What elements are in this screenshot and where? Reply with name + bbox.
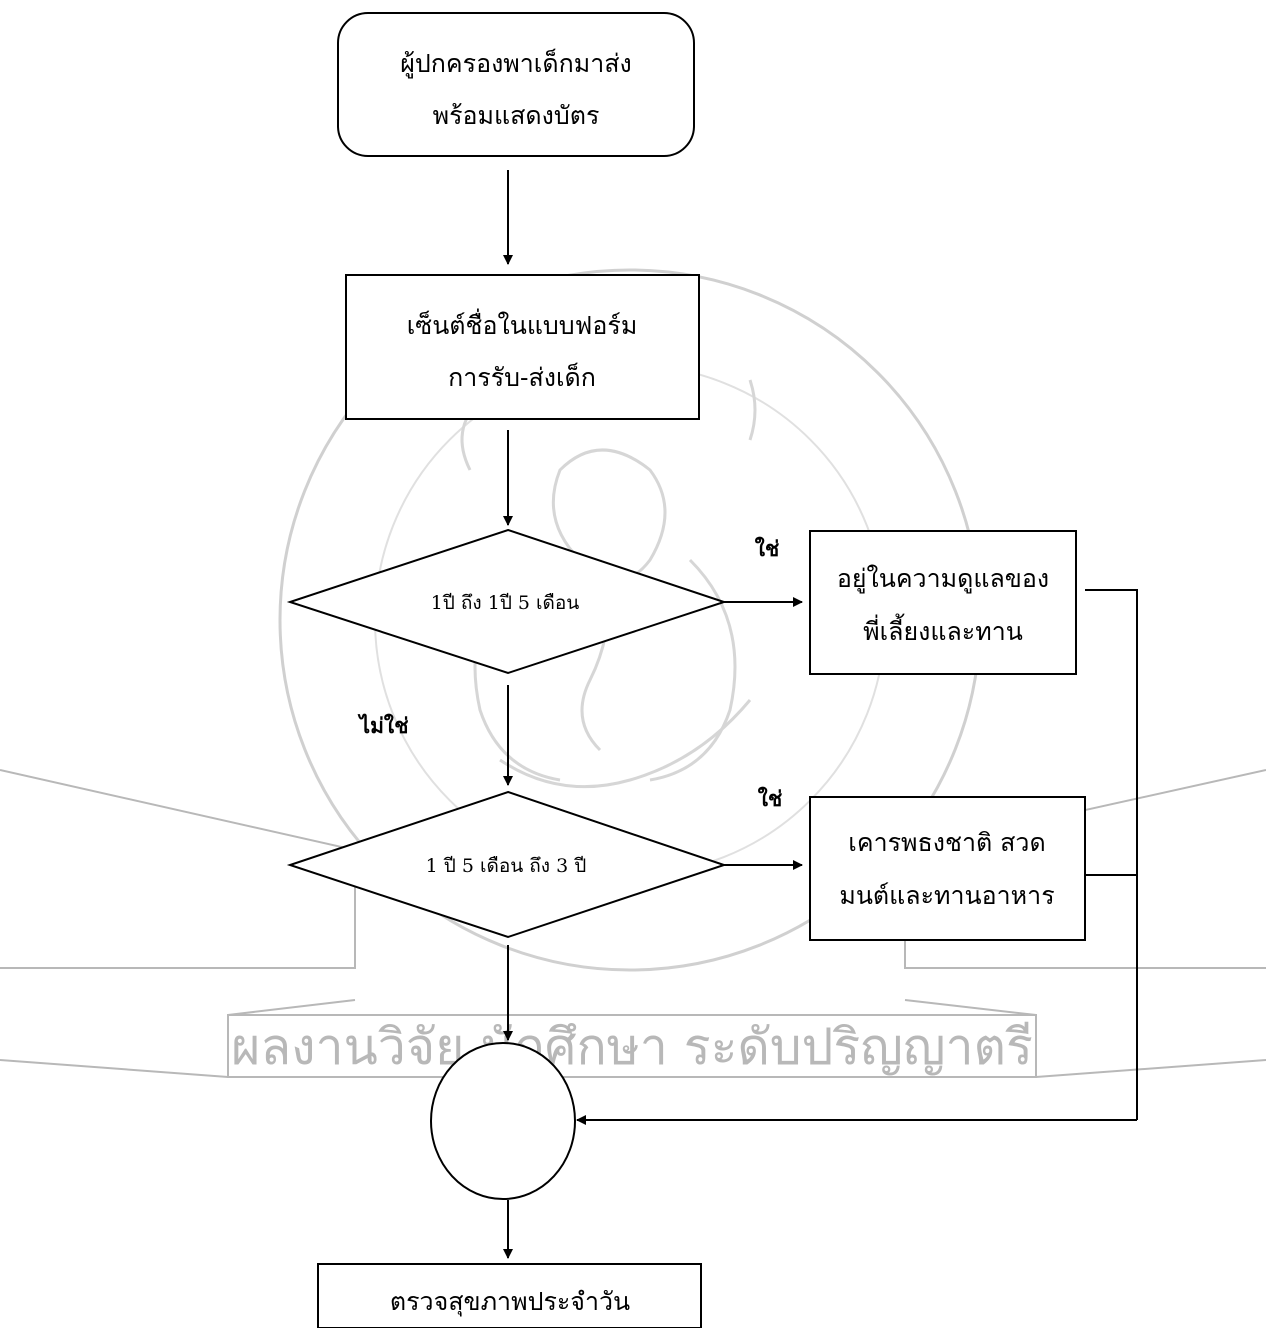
- node-care: อยู่ในความดูแลของ พี่เลี้ยงและทาน: [809, 530, 1077, 675]
- node-pray-line1: เคารพธงชาติ สวด: [848, 828, 1045, 857]
- node-health: ตรวจสุขภาพประจำวัน: [317, 1263, 702, 1328]
- label-no-1: ไม่ใช่: [358, 713, 409, 738]
- node-pray-line2: มนต์และทานอาหาร: [839, 881, 1054, 910]
- node-start: ผู้ปกครองพาเด็กมาส่ง พร้อมแสดงบัตร: [337, 12, 695, 157]
- node-health-text: ตรวจสุขภาพประจำวัน: [390, 1287, 630, 1317]
- node-start-line1: ผู้ปกครองพาเด็กมาส่ง: [400, 48, 631, 79]
- node-decision2-shape: [286, 790, 728, 939]
- node-signin-shape: [345, 274, 700, 420]
- line-care-to-merge-rail: [1085, 589, 1138, 1120]
- node-pray-shape: [809, 796, 1086, 941]
- node-merge: [430, 1042, 576, 1200]
- node-decision1-text: 1ปี ถึง 1ปี 5 เดือน: [431, 592, 580, 614]
- node-decision1-shape: [286, 528, 728, 675]
- node-health-shape: [317, 1263, 702, 1328]
- node-signin-line1: เซ็นต์ชื่อในแบบฟอร์ม: [407, 308, 638, 340]
- node-decision1: 1ปี ถึง 1ปี 5 เดือน: [286, 528, 728, 675]
- watermark-ganesha-figure: [460, 379, 757, 789]
- node-care-line1: อยู่ในความดูแลของ: [837, 564, 1049, 594]
- node-start-shape: [337, 12, 695, 157]
- label-yes-1: ใช่: [755, 536, 780, 561]
- node-start-line2: พร้อมแสดงบัตร: [433, 101, 600, 130]
- node-decision2-text: 1 ปี 5 เดือน ถึง 3 ปี: [426, 855, 587, 877]
- node-signin: เซ็นต์ชื่อในแบบฟอร์ม การรับ-ส่งเด็ก: [345, 274, 700, 420]
- watermark-banner-text: ผลงานวิจัย นักศึกษา ระดับปริญญาตรี: [231, 1018, 1033, 1076]
- node-care-line2: พี่เลี้ยงและทาน: [863, 613, 1023, 646]
- node-signin-line2: การรับ-ส่งเด็ก: [448, 362, 596, 392]
- node-merge-connector: [430, 1042, 576, 1200]
- node-decision2: 1 ปี 5 เดือน ถึง 3 ปี: [286, 790, 728, 939]
- label-yes-2: ใช่: [758, 786, 783, 811]
- connectors: [503, 170, 1138, 1259]
- node-pray: เคารพธงชาติ สวด มนต์และทานอาหาร: [809, 796, 1086, 941]
- node-care-shape: [809, 530, 1077, 675]
